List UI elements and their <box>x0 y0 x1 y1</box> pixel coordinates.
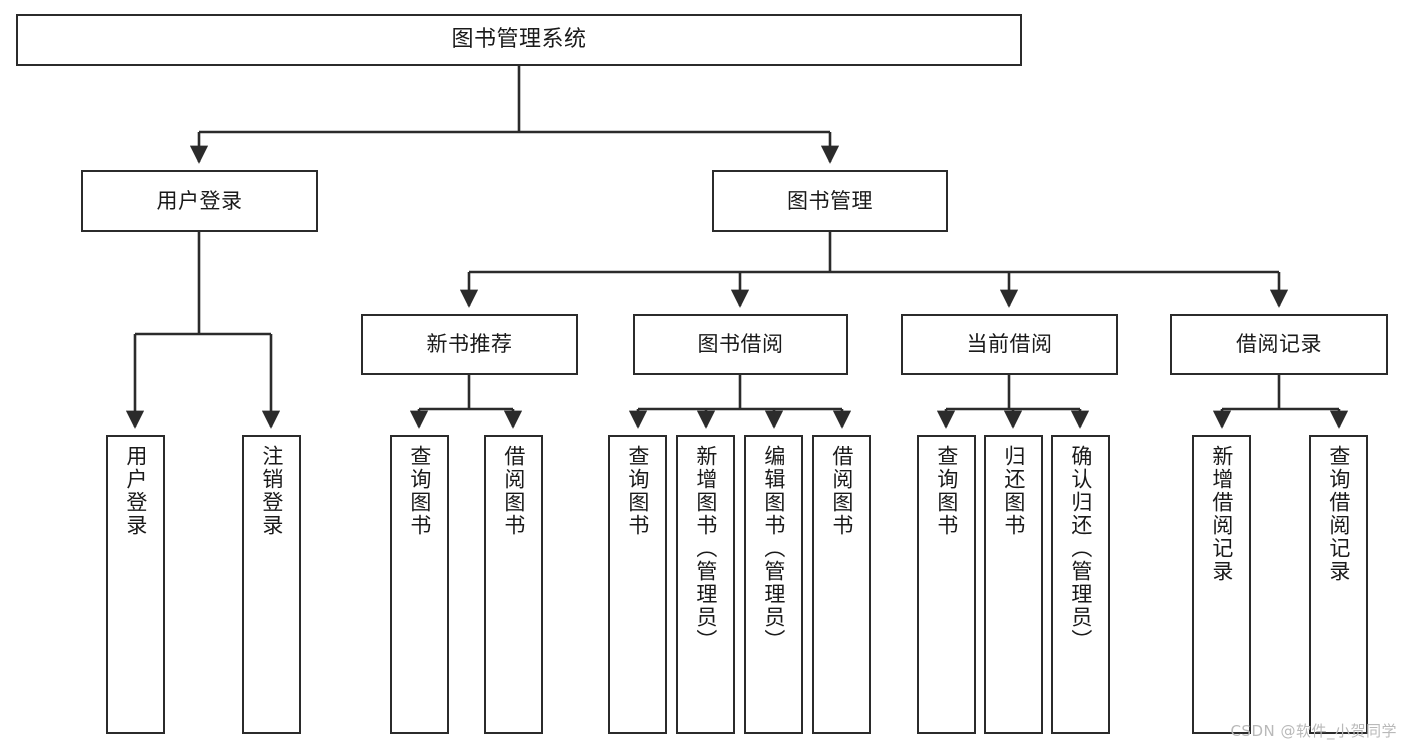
node-book-management-label: 图书管理 <box>787 188 873 213</box>
leaf-borrow-book-label: 借阅图书 <box>829 445 854 537</box>
leaf-logout[interactable]: 注销登录 <box>242 435 301 734</box>
leaf-query-borrow-record-label: 查询借阅记录 <box>1326 445 1351 583</box>
leaf-add-book-label: 新增图书（管理员） <box>693 445 718 652</box>
leaf-query-book-new-rec[interactable]: 查询图书 <box>390 435 449 734</box>
node-book-borrow[interactable]: 图书借阅 <box>633 314 848 375</box>
leaf-add-borrow-record[interactable]: 新增借阅记录 <box>1192 435 1251 734</box>
leaf-edit-book[interactable]: 编辑图书（管理员） <box>744 435 803 734</box>
leaf-query-book-borrow[interactable]: 查询图书 <box>608 435 667 734</box>
leaf-user-login-label: 用户登录 <box>123 445 148 537</box>
leaf-query-book-current[interactable]: 查询图书 <box>917 435 976 734</box>
node-book-borrow-label: 图书借阅 <box>697 332 784 357</box>
leaf-return-book[interactable]: 归还图书 <box>984 435 1043 734</box>
leaf-borrow-book-new-rec-label: 借阅图书 <box>501 445 526 537</box>
node-borrow-record-label: 借阅记录 <box>1236 332 1322 357</box>
node-current-borrow[interactable]: 当前借阅 <box>901 314 1118 375</box>
leaf-user-login[interactable]: 用户登录 <box>106 435 165 734</box>
node-root[interactable]: 图书管理系统 <box>16 14 1022 66</box>
node-root-label: 图书管理系统 <box>451 27 587 53</box>
leaf-add-book[interactable]: 新增图书（管理员） <box>676 435 735 734</box>
node-new-book-recommend-label: 新书推荐 <box>426 332 513 357</box>
leaf-borrow-book[interactable]: 借阅图书 <box>812 435 871 734</box>
node-book-management[interactable]: 图书管理 <box>712 170 948 232</box>
leaf-borrow-book-new-rec[interactable]: 借阅图书 <box>484 435 543 734</box>
leaf-confirm-return[interactable]: 确认归还（管理员） <box>1051 435 1110 734</box>
node-current-borrow-label: 当前借阅 <box>966 332 1053 357</box>
leaf-query-book-new-rec-label: 查询图书 <box>407 445 432 537</box>
node-borrow-record[interactable]: 借阅记录 <box>1170 314 1388 375</box>
leaf-query-borrow-record[interactable]: 查询借阅记录 <box>1309 435 1368 734</box>
leaf-return-book-label: 归还图书 <box>1001 445 1026 537</box>
csdn-watermark: CSDN @软件_小贺同学 <box>1230 722 1397 740</box>
leaf-confirm-return-label: 确认归还（管理员） <box>1068 445 1093 652</box>
leaf-logout-label: 注销登录 <box>259 445 284 537</box>
node-user-login[interactable]: 用户登录 <box>81 170 318 232</box>
leaf-edit-book-label: 编辑图书（管理员） <box>761 445 786 652</box>
node-user-login-label: 用户登录 <box>156 188 243 213</box>
leaf-query-book-borrow-label: 查询图书 <box>625 445 650 537</box>
node-new-book-recommend[interactable]: 新书推荐 <box>361 314 578 375</box>
leaf-query-book-current-label: 查询图书 <box>934 445 959 537</box>
leaf-add-borrow-record-label: 新增借阅记录 <box>1209 445 1234 583</box>
